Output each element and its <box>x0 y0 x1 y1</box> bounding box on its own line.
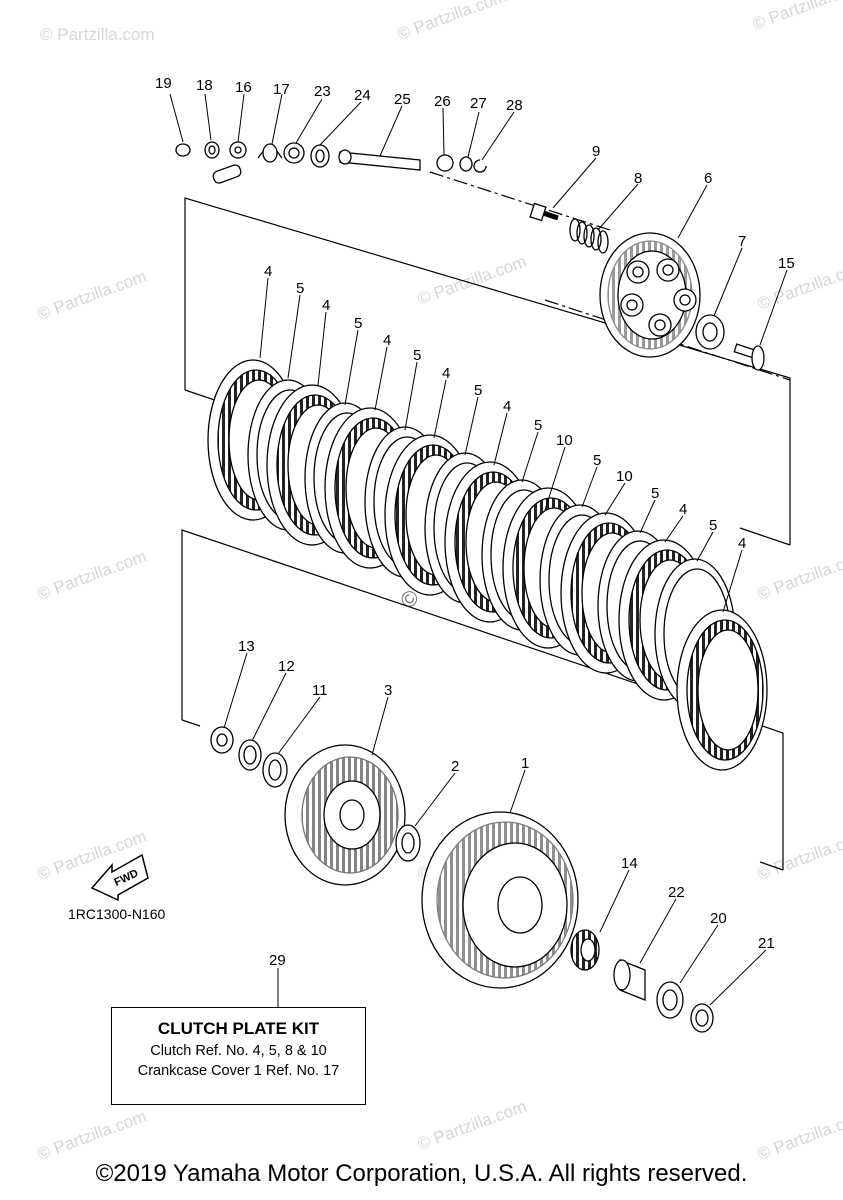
callout-3: 3 <box>384 682 392 699</box>
callout-4: 4 <box>738 535 746 552</box>
callout-4: 4 <box>503 398 511 415</box>
friction-plate <box>676 609 768 771</box>
callout-5: 5 <box>534 417 542 434</box>
callout-4: 4 <box>264 263 272 280</box>
pressure-plate-group <box>529 202 765 371</box>
callout-labels: 19 18 16 17 23 24 25 26 27 28 9 8 6 7 15… <box>155 75 795 969</box>
watermark-text: © Partzilla.com <box>40 25 155 44</box>
callout-14: 14 <box>621 855 638 872</box>
callout-10: 10 <box>616 468 633 485</box>
circlip-19 <box>175 143 191 157</box>
callout-29: 29 <box>269 952 286 969</box>
callout-1: 1 <box>521 755 529 772</box>
callout-4: 4 <box>383 332 391 349</box>
watermark-text: © Partzilla.com <box>755 257 843 314</box>
callout-4: 4 <box>679 501 687 518</box>
leader-lines <box>169 93 788 1007</box>
watermark-text: © Partzilla.com <box>755 827 843 884</box>
callout-18: 18 <box>196 77 213 94</box>
callout-28: 28 <box>506 97 523 114</box>
spacer-22 <box>613 959 646 1001</box>
push-rod-25 <box>339 151 421 171</box>
callout-5: 5 <box>413 347 421 364</box>
callout-7: 7 <box>738 233 746 250</box>
callout-2: 2 <box>451 758 459 775</box>
lever-16 <box>212 164 242 184</box>
clutch-plates-stack <box>207 359 768 771</box>
watermark-text: © Partzilla.com <box>755 547 843 604</box>
callout-4: 4 <box>322 297 330 314</box>
callout-11: 11 <box>312 682 328 699</box>
clutch-plate-kit-box: CLUTCH PLATE KIT Clutch Ref. No. 4, 5, 8… <box>111 1007 366 1105</box>
callout-6: 6 <box>704 170 712 187</box>
watermark-text: © Partzilla.com <box>395 0 509 44</box>
primary-driven-gear-1 <box>421 811 579 989</box>
callout-4: 4 <box>442 365 450 382</box>
callout-12: 12 <box>278 658 295 675</box>
callout-19: 19 <box>155 75 172 92</box>
diagram-code: 1RC1300-N160 <box>68 906 166 922</box>
callout-22: 22 <box>668 884 685 901</box>
circlip-28 <box>473 159 487 173</box>
watermark-text: © Partzilla.com <box>755 1107 843 1164</box>
spring-8 <box>569 218 609 254</box>
callout-26: 26 <box>434 93 451 110</box>
callout-25: 25 <box>394 91 411 108</box>
callout-24: 24 <box>354 87 371 104</box>
callout-13: 13 <box>238 638 255 655</box>
watermark-text: © Partzilla.com <box>35 547 149 604</box>
clutch-boss-3 <box>284 744 406 886</box>
callout-27: 27 <box>470 95 487 112</box>
kit-line-1: Clutch Ref. No. 4, 5, 8 & 10 <box>150 1043 327 1059</box>
callout-20: 20 <box>710 910 727 927</box>
kit-line-2: Crankcase Cover 1 Ref. No. 17 <box>137 1063 340 1079</box>
callout-16: 16 <box>235 79 252 96</box>
watermark-text: © Partzilla.com <box>35 1107 149 1164</box>
callout-5: 5 <box>296 280 304 297</box>
washer-27 <box>459 156 473 172</box>
copyright-notice: ©2019 Yamaha Motor Corporation, U.S.A. A… <box>95 1160 748 1187</box>
callout-15: 15 <box>778 255 795 272</box>
clutch-boss-assembly <box>210 726 714 1033</box>
callout-23: 23 <box>314 83 331 100</box>
watermark-text: © Partzilla.com <box>415 252 529 309</box>
callout-21: 21 <box>758 935 775 952</box>
callout-5: 5 <box>651 485 659 502</box>
callout-8: 8 <box>634 170 642 187</box>
watermark-text: © Partzilla.com <box>750 0 843 34</box>
callout-9: 9 <box>592 143 600 160</box>
callout-17: 17 <box>273 81 290 98</box>
needle-bearing-14 <box>570 929 600 971</box>
watermark-text: © Partzilla.com <box>415 1097 529 1154</box>
callout-5: 5 <box>593 452 601 469</box>
push-rod-assembly <box>175 141 487 184</box>
callout-5: 5 <box>474 382 482 399</box>
kit-title: CLUTCH PLATE KIT <box>157 1019 320 1038</box>
fwd-direction-arrow: FWD <box>90 853 149 902</box>
callout-10: 10 <box>556 432 573 449</box>
ball-26 <box>436 154 454 172</box>
callout-5: 5 <box>709 517 717 534</box>
pressure-plate-6 <box>599 232 701 358</box>
callout-5: 5 <box>354 315 362 332</box>
watermark-text: © Partzilla.com <box>35 267 149 324</box>
